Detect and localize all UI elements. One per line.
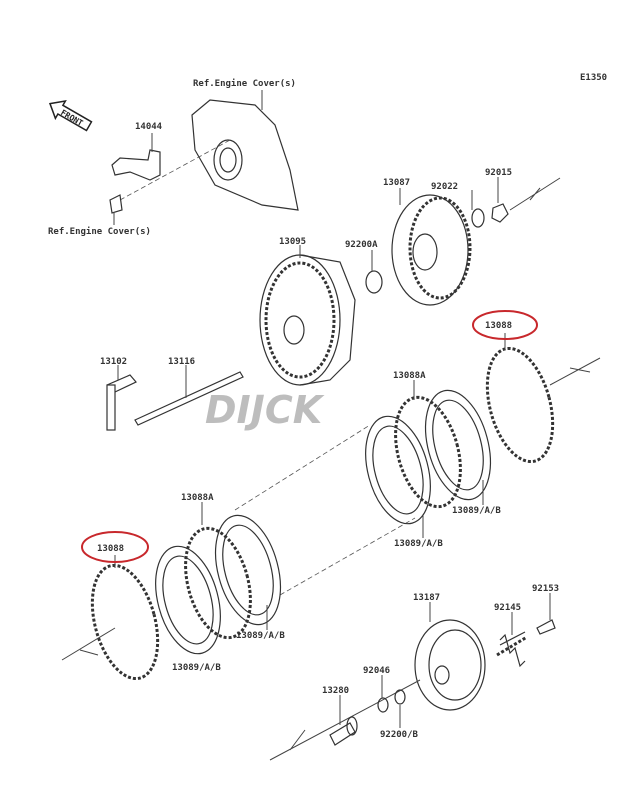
- label-13095: 13095: [279, 237, 306, 247]
- part-92015: [491, 203, 509, 223]
- label-13089-r2: 13089/A/B: [394, 539, 443, 549]
- label-14044: 14044: [135, 122, 163, 132]
- label-13089-l1: 13089/A/B: [236, 631, 285, 641]
- part-13088-left: [90, 563, 160, 681]
- watermark: DIJCK: [205, 388, 325, 432]
- label-92046: 92046: [363, 666, 390, 676]
- part-13087: [391, 188, 472, 306]
- part-13187: [414, 602, 486, 711]
- part-13089-plate: [424, 389, 492, 501]
- label-13187: 13187: [413, 593, 440, 603]
- label-92153: 92153: [532, 584, 559, 594]
- label-13089-l2: 13089/A/B: [172, 663, 221, 673]
- part-13089-plate: [214, 514, 282, 626]
- label-13116: 13116: [168, 357, 195, 367]
- label-13280: 13280: [322, 686, 349, 696]
- label-92200A: 92200A: [345, 240, 378, 250]
- label-ref-engine-cover-top: Ref.Engine Cover(s): [193, 78, 296, 89]
- part-13095: [259, 245, 356, 386]
- label-13087: 13087: [383, 178, 410, 188]
- part-92153: [536, 593, 556, 635]
- highlight-circle-13088-right: [472, 310, 538, 340]
- part-13116: [134, 365, 244, 426]
- part-92200B: [394, 689, 406, 705]
- label-13088-right: 13088: [485, 321, 512, 331]
- part-92200A: [365, 270, 383, 294]
- part-13089-plate: [155, 545, 221, 655]
- label-92022: 92022: [431, 182, 458, 192]
- diagram-code: E1350: [580, 73, 607, 83]
- label-13088A-right: 13088A: [393, 371, 426, 381]
- label-92200B: 92200/B: [380, 730, 419, 740]
- label-13088-left: 13088: [97, 544, 124, 554]
- part-13280: [329, 695, 358, 746]
- engine-cover: [191, 90, 299, 211]
- part-13102: [106, 365, 137, 431]
- highlight-circle-13088-left: [81, 531, 149, 563]
- label-13088A-left: 13088A: [181, 493, 214, 503]
- label-ref-engine-cover-bottom: Ref.Engine Cover(s): [48, 226, 151, 237]
- front-arrow-icon: FRONT: [48, 99, 93, 132]
- part-14044: [109, 133, 231, 225]
- label-13102: 13102: [100, 357, 127, 367]
- label-92015: 92015: [485, 168, 512, 178]
- label-92145: 92145: [494, 603, 521, 613]
- part-92022: [471, 208, 485, 228]
- part-92145: [496, 612, 528, 668]
- part-13089-plate: [365, 415, 431, 525]
- part-13088A-left: [184, 526, 252, 640]
- part-92046: [377, 697, 389, 713]
- label-13089-r1: 13089/A/B: [452, 506, 501, 516]
